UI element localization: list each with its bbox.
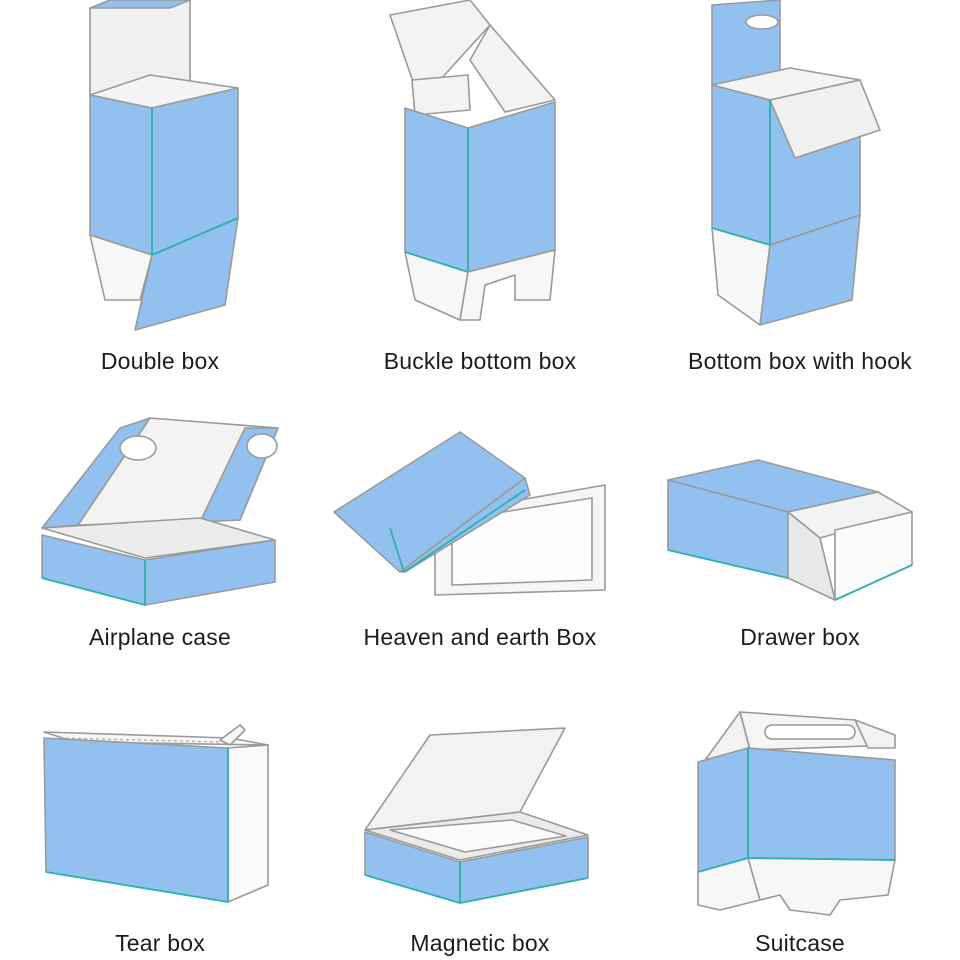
box-label-drawer: Drawer box — [740, 624, 860, 650]
box-card-bottom-hook: Bottom box with hook — [640, 0, 960, 390]
tear-box-icon — [43, 724, 269, 903]
box-label-heaven-earth: Heaven and earth Box — [363, 624, 597, 650]
box-label-bottom-hook: Bottom box with hook — [688, 348, 912, 374]
bottom-box-with-hook-icon — [711, 0, 881, 326]
suitcase-icon — [697, 711, 896, 916]
drawer-box-icon — [667, 459, 913, 601]
heaven-and-earth-box-icon — [333, 431, 606, 596]
box-label-tear: Tear box — [115, 930, 205, 956]
box-card-magnetic: Magnetic box — [320, 700, 640, 960]
box-label-airplane: Airplane case — [89, 624, 231, 650]
magnetic-box-icon — [364, 727, 589, 904]
box-card-double: Double box — [0, 0, 320, 390]
box-card-suitcase: Suitcase — [640, 700, 960, 960]
box-card-buckle-bottom: Buckle bottom box — [320, 0, 640, 390]
double-box-icon — [89, 0, 239, 331]
buckle-bottom-box-icon — [389, 0, 556, 321]
box-card-tear: Tear box — [0, 700, 320, 960]
box-label-magnetic: Magnetic box — [410, 930, 550, 956]
box-label-buckle-bottom: Buckle bottom box — [383, 348, 577, 374]
box-label-suitcase: Suitcase — [755, 930, 845, 956]
box-card-drawer: Drawer box — [640, 400, 960, 670]
box-label-double: Double box — [100, 348, 220, 374]
box-card-heaven-earth: Heaven and earth Box — [320, 400, 640, 670]
airplane-case-icon — [41, 417, 279, 606]
box-card-airplane: Airplane case — [0, 400, 320, 670]
